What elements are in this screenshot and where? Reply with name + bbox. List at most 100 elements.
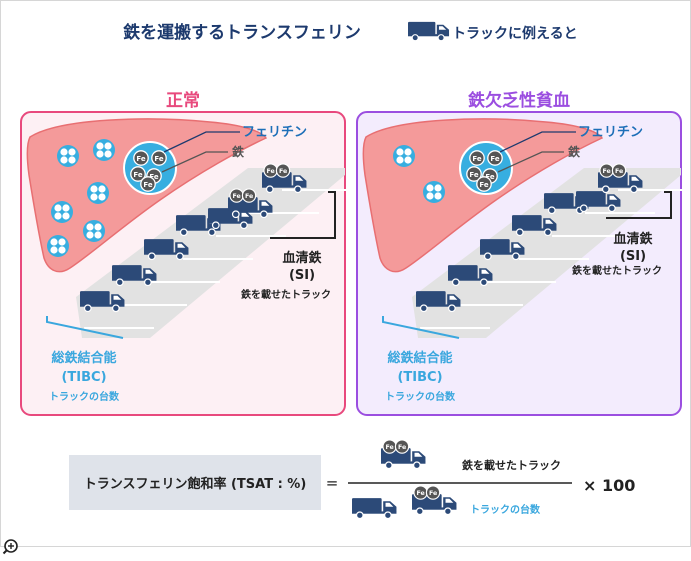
ferritin-iron-circle bbox=[466, 166, 482, 182]
ferritin-iron-label: Fe bbox=[133, 171, 142, 179]
ferritin-iron-label: Fe bbox=[469, 171, 478, 179]
granule-iron-dot bbox=[94, 223, 102, 231]
granule-circle bbox=[93, 139, 115, 161]
ferritin-iron: Fe bbox=[469, 150, 485, 166]
formula-label-box bbox=[69, 455, 321, 510]
ferritin-granule bbox=[57, 145, 79, 167]
granule-iron-dot bbox=[426, 192, 434, 200]
granule-circle bbox=[47, 235, 69, 257]
iron-atom-circle bbox=[394, 439, 410, 454]
denominator-trucks: Fe Fe bbox=[351, 485, 458, 520]
tibc-label-abbr: (TIBC) bbox=[397, 370, 442, 385]
iron-atom-label: Fe bbox=[279, 168, 287, 175]
si-caption: 鉄を載せたトラック bbox=[572, 264, 662, 277]
granule-circle bbox=[51, 201, 73, 223]
granule-iron-dot bbox=[62, 204, 70, 212]
iron-atom-label: Fe bbox=[398, 444, 406, 451]
ferritin-iron-circle bbox=[151, 150, 167, 166]
truck-icon bbox=[407, 21, 450, 42]
ferritin-iron-label: Fe bbox=[472, 155, 481, 163]
ferritin-iron: Fe bbox=[466, 166, 482, 182]
iron-atom-label: Fe bbox=[416, 490, 424, 497]
granule-iron-dot bbox=[434, 184, 442, 192]
iron-atom: Fe bbox=[599, 163, 614, 178]
numerator-truck: Fe Fe bbox=[380, 439, 427, 470]
granule-iron-dot bbox=[404, 156, 412, 164]
ferritin-iron-label: Fe bbox=[136, 155, 145, 163]
granule-iron-dot bbox=[60, 156, 68, 164]
ferritin-granule bbox=[423, 181, 445, 203]
granule-iron-dot bbox=[86, 231, 94, 239]
ferritin-iron: Fe bbox=[487, 150, 503, 166]
granule-iron-dot bbox=[58, 246, 66, 254]
tibc-caption: トラックの台数 bbox=[385, 390, 456, 403]
iron-atom: Fe bbox=[241, 188, 257, 203]
granule-iron-dot bbox=[396, 156, 404, 164]
granule-iron-dot bbox=[62, 212, 70, 220]
granule-circle bbox=[83, 220, 105, 242]
si-bracket bbox=[606, 191, 672, 219]
iron-atom-label: Fe bbox=[385, 444, 393, 451]
iron-atom: Fe bbox=[382, 439, 397, 454]
iron-atom-label: Fe bbox=[245, 193, 253, 200]
iron-atom-label: Fe bbox=[615, 168, 623, 175]
granule-iron-dot bbox=[104, 142, 112, 150]
granule-circle bbox=[57, 145, 79, 167]
si-label: 血清鉄 bbox=[282, 250, 321, 266]
iron-atom: Fe bbox=[263, 163, 278, 178]
ferritin-iron-label: Fe bbox=[149, 173, 158, 181]
formula-label: トランスフェリン飽和率 (TSAT : %) bbox=[84, 476, 307, 492]
ferritin-granule bbox=[93, 139, 115, 161]
tibc-caption: トラックの台数 bbox=[49, 390, 120, 403]
ferritin-granule bbox=[47, 235, 69, 257]
tibc-label-abbr: (TIBC) bbox=[61, 370, 106, 385]
granule-iron-dot bbox=[94, 231, 102, 239]
ferritin-pointer bbox=[163, 131, 240, 153]
granule-iron-dot bbox=[90, 193, 98, 201]
granule-iron-dot bbox=[54, 212, 62, 220]
ferritin-iron: Fe bbox=[133, 150, 149, 166]
truck-body bbox=[351, 497, 398, 520]
loaded-truck: Fe Fe bbox=[227, 188, 274, 219]
ferritin-iron-label: Fe bbox=[154, 155, 163, 163]
granule-iron-dot bbox=[50, 246, 58, 254]
iron-atom-label: Fe bbox=[266, 168, 274, 175]
ferritin-granule bbox=[51, 201, 73, 223]
ferritin-iron-label: Fe bbox=[485, 173, 494, 181]
iron-atom-label: Fe bbox=[429, 490, 437, 497]
formula-multiplier: × 100 bbox=[583, 476, 635, 495]
iron-atom: Fe bbox=[413, 485, 428, 500]
granule-iron-dot bbox=[60, 148, 68, 156]
ferritin-iron-circle bbox=[487, 150, 503, 166]
legend-label: トラックに例えると bbox=[452, 25, 578, 42]
iron-atom-circle bbox=[275, 163, 291, 178]
granule-iron-dot bbox=[98, 193, 106, 201]
granule-iron-dot bbox=[90, 185, 98, 193]
ferritin-iron-circle bbox=[476, 176, 492, 192]
iron-atom: Fe bbox=[611, 163, 627, 178]
granule-iron-dot bbox=[96, 142, 104, 150]
granule-iron-dot bbox=[404, 148, 412, 156]
ferritin-iron-label: Fe bbox=[143, 181, 152, 189]
granule-iron-dot bbox=[104, 150, 112, 158]
panel-title-anemia: 鉄欠乏性貧血 bbox=[468, 90, 570, 111]
ferritin-iron: Fe bbox=[476, 176, 492, 192]
granule-iron-dot bbox=[54, 204, 62, 212]
granule-circle bbox=[393, 145, 415, 167]
granule-circle bbox=[87, 182, 109, 204]
granule-circle bbox=[423, 181, 445, 203]
zoom-in-icon[interactable] bbox=[2, 539, 18, 555]
iron-atom-label: Fe bbox=[232, 193, 240, 200]
ferritin-iron-circle bbox=[140, 176, 156, 192]
granule-iron-dot bbox=[396, 148, 404, 156]
ferritin-iron-circle bbox=[133, 150, 149, 166]
tibc-label: 総鉄結合能 bbox=[387, 350, 452, 366]
denominator-truck-loaded: Fe Fe bbox=[411, 485, 458, 516]
iron-atom-circle bbox=[611, 163, 627, 178]
ferritin-label: フェリチン bbox=[578, 125, 643, 140]
iron-atom-circle bbox=[425, 485, 441, 500]
ferritin-granule bbox=[83, 220, 105, 242]
numerator-caption: 鉄を載せたトラック bbox=[462, 458, 561, 472]
